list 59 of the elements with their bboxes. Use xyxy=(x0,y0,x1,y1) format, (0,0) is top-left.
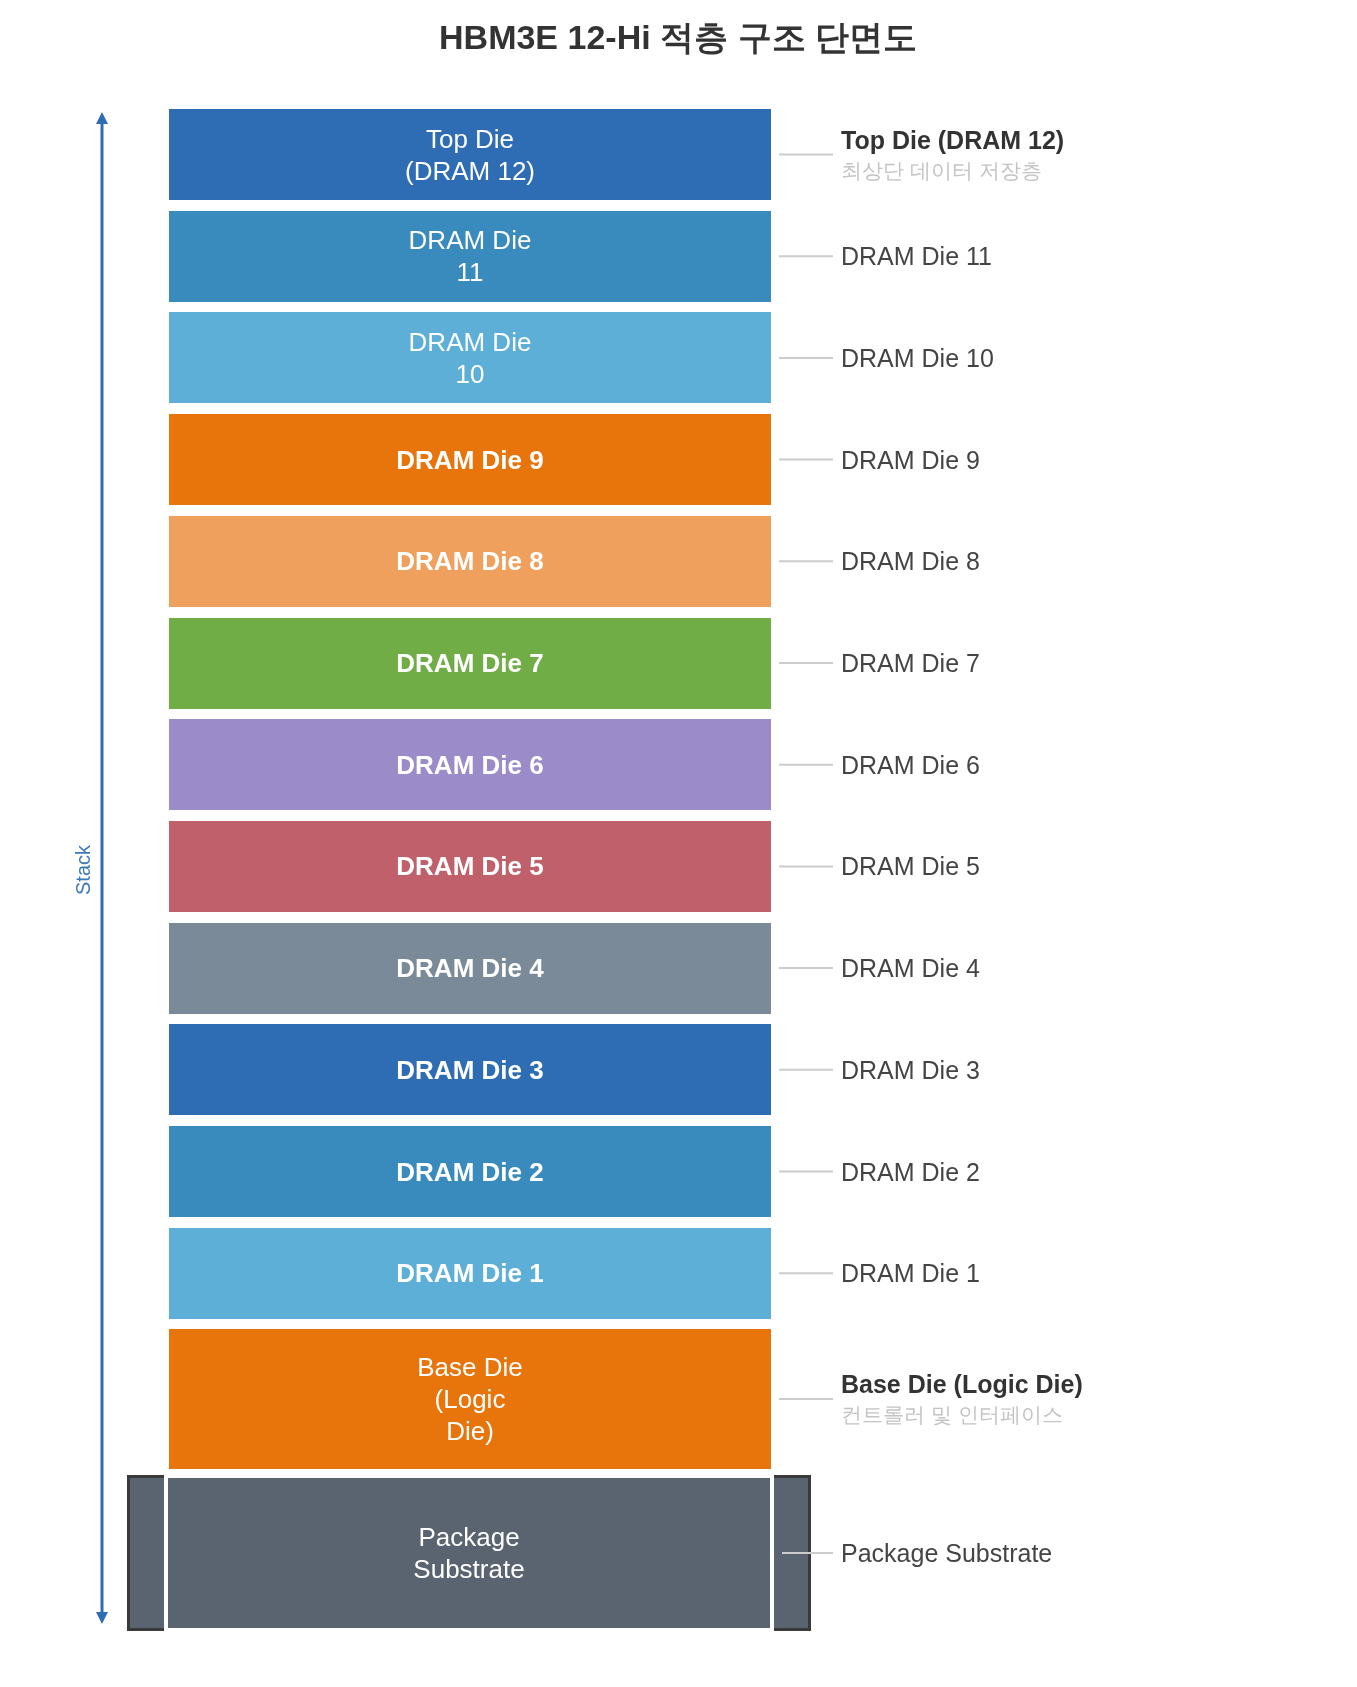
die-layer xyxy=(169,414,771,506)
layer-name: Package Substrate xyxy=(412,1521,526,1585)
die-layer xyxy=(169,820,771,912)
layer-name: Top Die (DRAM 12) xyxy=(404,122,536,187)
die-layer xyxy=(169,922,771,1014)
layer-caption: DRAM Die 3 xyxy=(841,1053,980,1086)
die-layer xyxy=(169,515,771,607)
layer-name: DRAM Die 4 xyxy=(396,952,544,985)
layer-name: DRAM Die 1 xyxy=(396,1257,544,1290)
layer-caption: DRAM Die 7 xyxy=(841,647,980,679)
leader-line xyxy=(781,1552,834,1554)
die-layer xyxy=(169,1126,771,1217)
leader-line xyxy=(778,356,834,359)
leader-line xyxy=(778,560,834,563)
layer-caption: DRAM Die 8 xyxy=(841,545,980,578)
leader-line xyxy=(778,1068,834,1071)
layer-caption: DRAM Die 6 xyxy=(841,748,980,781)
caption-title: Base Die (Logic Die) xyxy=(841,1369,1083,1400)
caption-title: Top Die (DRAM 12) xyxy=(841,124,1065,156)
layer-name: Base Die (Logic Die) xyxy=(416,1351,524,1447)
layer-caption: DRAM Die 9 xyxy=(841,443,980,476)
leader-line xyxy=(778,1272,834,1275)
layer-name: DRAM Die 11 xyxy=(407,224,533,289)
leader-line xyxy=(778,458,834,461)
leader-line xyxy=(778,865,834,868)
layer-name: DRAM Die 3 xyxy=(396,1053,544,1086)
die-layer xyxy=(169,109,771,200)
layer-name: DRAM Die 6 xyxy=(396,748,544,781)
die-layer xyxy=(169,1227,771,1319)
leader-line xyxy=(778,662,834,664)
layer-caption: DRAM Die 10 xyxy=(841,341,994,374)
leader-line xyxy=(778,763,834,766)
layer-name: DRAM Die 7 xyxy=(396,647,544,679)
layer-name: DRAM Die 2 xyxy=(396,1155,544,1188)
die-layer xyxy=(169,617,771,709)
layer-caption: Package Substrate xyxy=(841,1537,1053,1569)
die-layer xyxy=(169,1329,771,1469)
layer-name: DRAM Die 8 xyxy=(396,545,544,578)
leader-line xyxy=(778,1398,834,1400)
die-layer xyxy=(169,1024,771,1116)
layer-caption: DRAM Die 4 xyxy=(841,952,980,985)
layer-caption: DRAM Die 11 xyxy=(841,240,992,273)
leader-line xyxy=(778,1170,834,1173)
die-layer xyxy=(169,312,771,404)
leader-line xyxy=(778,255,834,258)
die-layer xyxy=(169,719,771,811)
leader-line xyxy=(778,967,834,970)
diagram-title: HBM3E 12-Hi 적층 구조 단면도 xyxy=(439,17,917,58)
layer-name: DRAM Die 5 xyxy=(396,850,544,883)
caption-note: 컨트롤러 및 인터페이스 xyxy=(841,1402,1064,1428)
leader-line xyxy=(778,153,834,156)
direction-label: Stack xyxy=(71,845,95,895)
caption-note: 최상단 데이터 저장층 xyxy=(841,157,1043,184)
die-layer xyxy=(169,210,771,302)
layer-caption: DRAM Die 1 xyxy=(841,1257,980,1290)
layer-name: DRAM Die 9 xyxy=(396,443,544,476)
layer-name: DRAM Die 10 xyxy=(407,325,533,390)
layer-caption: DRAM Die 5 xyxy=(841,850,980,883)
layer-caption: DRAM Die 2 xyxy=(841,1155,980,1188)
